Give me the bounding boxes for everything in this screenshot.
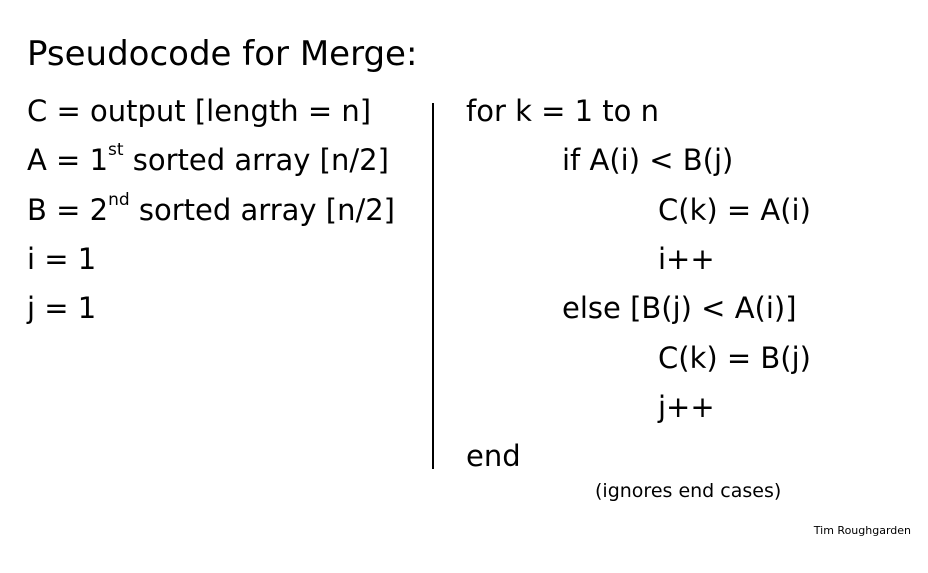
ordinal-suffix: nd: [108, 190, 130, 211]
slide-title: Pseudocode for Merge:: [27, 34, 418, 74]
if-condition: if A(i) < B(j): [562, 143, 734, 177]
declaration-b: B = 2nd sorted array [n/2]: [27, 190, 395, 230]
column-divider: [432, 103, 434, 469]
declaration-b-rest: sorted array [n/2]: [129, 193, 395, 227]
ordinal-suffix: st: [108, 140, 124, 161]
assign-from-a: C(k) = A(i): [658, 193, 811, 227]
loop-header: for k = 1 to n: [466, 94, 660, 128]
declaration-b-text: B = 2: [27, 193, 109, 227]
loop-end: end: [466, 439, 521, 473]
increment-j: j++: [658, 390, 715, 424]
end-cases-note: (ignores end cases): [595, 480, 782, 502]
increment-i: i++: [658, 242, 715, 276]
declaration-a: A = 1st sorted array [n/2]: [27, 140, 389, 180]
declaration-j: j = 1: [27, 291, 97, 325]
declaration-a-text: A = 1: [27, 143, 109, 177]
else-branch: else [B(j) < A(i)]: [562, 291, 797, 325]
declaration-i: i = 1: [27, 242, 97, 276]
assign-from-b: C(k) = B(j): [658, 341, 811, 375]
declaration-a-rest: sorted array [n/2]: [123, 143, 389, 177]
author-credit: Tim Roughgarden: [813, 524, 911, 537]
declaration-c: C = output [length = n]: [27, 94, 372, 128]
